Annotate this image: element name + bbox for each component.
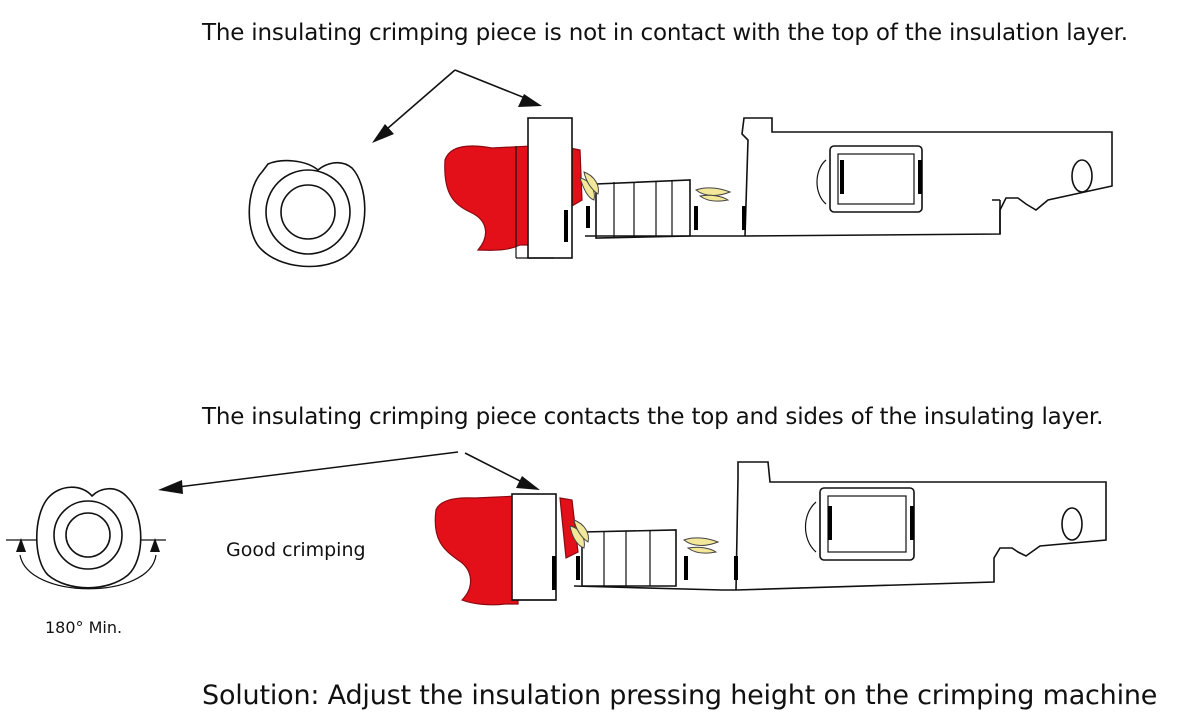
top-cross-section [248,159,366,268]
angle-label: 180° Min. [45,618,123,637]
bottom-callout-arrows [158,451,540,494]
top-callout-arrows [372,69,542,143]
top-caption: The insulating crimping piece is not in … [202,20,1128,46]
bottom-terminal [434,461,1107,606]
top-terminal [444,117,1113,259]
good-crimping-label: Good crimping [226,539,366,561]
solution-text: Solution: Adjust the insulation pressing… [202,680,1158,711]
bottom-caption: The insulating crimping piece contacts t… [202,404,1104,430]
bottom-cross-section [6,486,166,590]
